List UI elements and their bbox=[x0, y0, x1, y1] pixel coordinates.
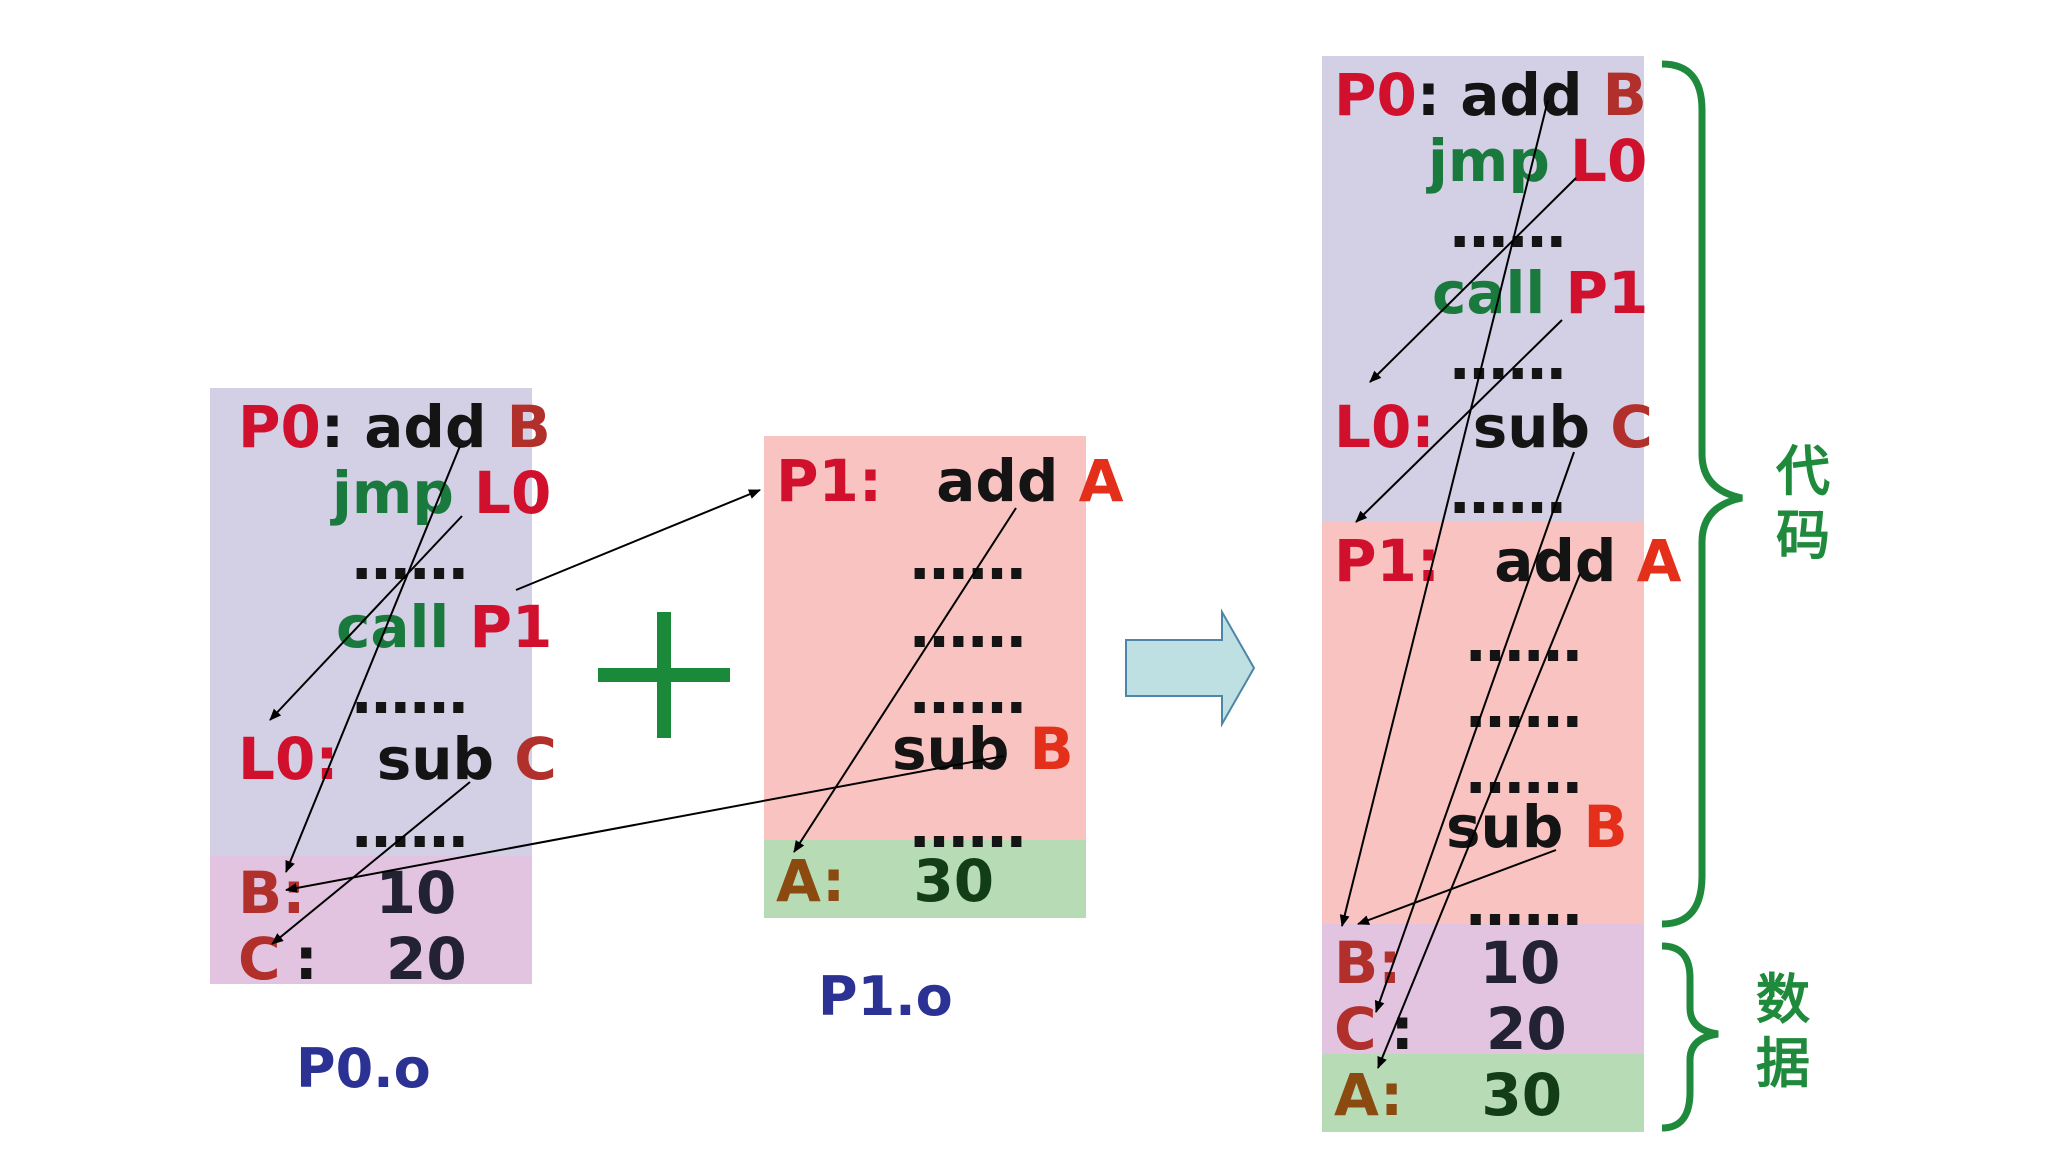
p1-op-sub: sub bbox=[892, 715, 1010, 783]
result-data-c-value: 20 bbox=[1485, 995, 1567, 1063]
p0-arg-p1: P1 bbox=[469, 593, 553, 661]
result-data-b-label: B: bbox=[1334, 929, 1402, 997]
p0-data-c: C: 20 bbox=[238, 925, 467, 993]
result-ellipsis-7: …… bbox=[1466, 871, 1582, 939]
p0-line-add: P0: add B bbox=[238, 393, 551, 461]
data-brace-icon bbox=[1661, 942, 1719, 1132]
result-arg-l0: L0 bbox=[1570, 127, 1648, 195]
data-brace-label: 数据 bbox=[1756, 968, 1810, 1095]
result-line-sub-b: sub B bbox=[1446, 798, 1628, 856]
result-label-p0: P0 bbox=[1334, 61, 1417, 129]
p0-ellipsis-1: …… bbox=[352, 525, 468, 593]
p0-arrow-call-p1 bbox=[515, 489, 761, 591]
result-op-jmp: jmp bbox=[1428, 127, 1550, 195]
result-op-sub-c: sub bbox=[1472, 393, 1591, 461]
result-ellipsis-3: …… bbox=[1450, 459, 1566, 527]
result-line-call: call P1 bbox=[1432, 264, 1648, 322]
p1-data-a: A: 30 bbox=[776, 852, 994, 910]
p0-label-l0: L0: bbox=[238, 725, 339, 793]
code-brace-icon bbox=[1661, 60, 1743, 928]
p1-data-a-label: A: bbox=[776, 847, 846, 915]
p0-op-call: call bbox=[336, 593, 450, 661]
p1-line-sub: sub B bbox=[892, 720, 1074, 778]
result-data-a-value: 30 bbox=[1481, 1061, 1563, 1129]
result-data-a-label: A: bbox=[1334, 1061, 1404, 1129]
result-label-l0: L0: bbox=[1334, 393, 1435, 461]
p0-label-p0: P0 bbox=[238, 393, 321, 461]
p0-op-jmp: jmp bbox=[332, 459, 454, 527]
p0-data-c-label: C bbox=[238, 925, 281, 993]
result-data-a: A: 30 bbox=[1334, 1066, 1562, 1124]
result-ellipsis-4: …… bbox=[1466, 607, 1582, 675]
result-data-c-label: C bbox=[1334, 995, 1377, 1063]
p0-line-sub: L0: sub C bbox=[238, 730, 557, 788]
p0-arg-c: C bbox=[514, 725, 557, 793]
p0-data-c-value: 20 bbox=[385, 925, 467, 993]
p0-ellipsis-2: …… bbox=[352, 659, 468, 727]
p1-ellipsis-3: …… bbox=[910, 659, 1026, 727]
result-ellipsis-1: …… bbox=[1450, 193, 1566, 261]
plus-icon bbox=[598, 612, 730, 738]
p1-line-add: P1: add A bbox=[776, 452, 1124, 510]
result-arg-p1: P1 bbox=[1565, 259, 1649, 327]
result-op-add: add bbox=[1460, 61, 1583, 129]
p1-file-label: P1.o bbox=[818, 965, 953, 1028]
result-line-add-a: P1: add A bbox=[1334, 532, 1682, 590]
result-data-c: C: 20 bbox=[1334, 995, 1567, 1063]
result-arg-b: B bbox=[1602, 61, 1647, 129]
p0-arg-b: B bbox=[506, 393, 551, 461]
p0-line-jmp: jmp L0 bbox=[332, 464, 551, 522]
result-line-sub-c: L0: sub C bbox=[1334, 398, 1653, 456]
result-line-jmp: jmp L0 bbox=[1428, 132, 1647, 190]
p1-ellipsis-1: …… bbox=[910, 525, 1026, 593]
p0-op-sub: sub bbox=[376, 725, 495, 793]
p1-data-a-value: 30 bbox=[913, 847, 995, 915]
result-op-add-a: add bbox=[1494, 527, 1617, 595]
result-label-p1: P1: bbox=[1334, 527, 1441, 595]
p0-data-b-value: 10 bbox=[375, 859, 457, 927]
result-line-add: P0: add B bbox=[1334, 61, 1647, 129]
result-ellipsis-5: …… bbox=[1466, 673, 1582, 741]
p0-op-add: add bbox=[364, 393, 487, 461]
result-data-b-value: 10 bbox=[1479, 929, 1561, 997]
result-arg-a: A bbox=[1636, 527, 1682, 595]
result-op-sub-b: sub bbox=[1446, 793, 1564, 861]
code-brace-label: 代码 bbox=[1776, 440, 1830, 567]
result-arg-c: C bbox=[1610, 393, 1653, 461]
p0-data-b-label: B: bbox=[238, 859, 306, 927]
result-op-call: call bbox=[1432, 259, 1546, 327]
p0-data-b: B: 10 bbox=[238, 864, 456, 922]
result-data-b: B: 10 bbox=[1334, 934, 1560, 992]
result-ellipsis-2: …… bbox=[1450, 325, 1566, 393]
p0-ellipsis-3: …… bbox=[352, 793, 468, 861]
p1-ellipsis-2: …… bbox=[910, 593, 1026, 661]
p1-arg-b: B bbox=[1029, 715, 1074, 783]
p1-label-p1: P1: bbox=[776, 447, 883, 515]
p1-op-add: add bbox=[936, 447, 1059, 515]
p0-line-call: call P1 bbox=[336, 598, 552, 656]
p1-arg-a: A bbox=[1078, 447, 1124, 515]
p0-file-label: P0.o bbox=[296, 1037, 431, 1100]
p0-arg-l0: L0 bbox=[474, 459, 552, 527]
result-arg-sub-b: B bbox=[1583, 793, 1628, 861]
